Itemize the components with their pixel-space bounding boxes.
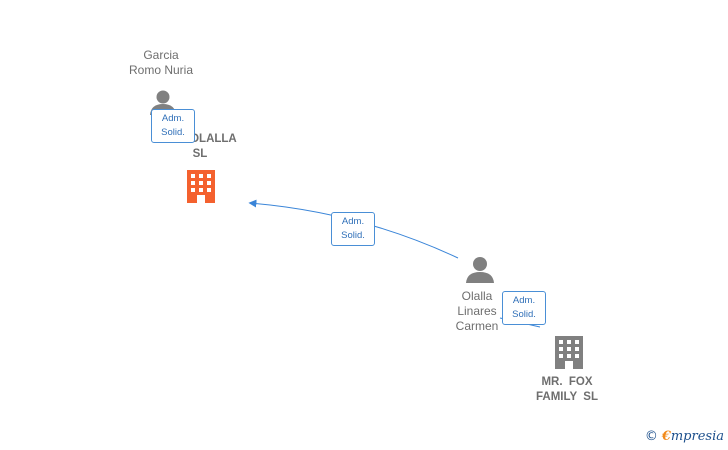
copyright-icon: © xyxy=(644,429,658,444)
person-icon[interactable] xyxy=(466,257,494,283)
empresia-watermark: ©€mpresia xyxy=(645,429,724,444)
empresia-logo-text: mpresia xyxy=(670,429,724,444)
relation-tag-adm-solid[interactable]: Adm. Solid. xyxy=(331,212,375,246)
building-icon[interactable] xyxy=(187,170,215,203)
person-label-olalla-linares-carmen[interactable]: Olalla Linares Carmen xyxy=(456,289,499,334)
empresia-logo-e: € xyxy=(661,429,671,444)
person-label-garcia-romo-nuria[interactable]: Garcia Romo Nuria xyxy=(129,48,193,78)
relation-line: Adm. xyxy=(341,216,365,227)
person-name-line: Romo Nuria xyxy=(128,63,194,77)
relation-line: Solid. xyxy=(161,127,185,138)
person-name-line: Garcia xyxy=(143,48,179,62)
relation-tag-adm-solid[interactable]: Adm. Solid. xyxy=(502,291,546,325)
person-name-line: Olalla xyxy=(461,289,493,303)
company-name-line: MR. FOX xyxy=(541,376,593,388)
relation-line: Adm. xyxy=(161,113,185,124)
company-label-mr-fox-family-sl[interactable]: MR. FOX FAMILY SL xyxy=(536,375,598,405)
relation-line: Adm. xyxy=(512,295,536,306)
relation-line: Solid. xyxy=(512,309,536,320)
building-icon[interactable] xyxy=(555,336,583,369)
person-name-line: Linares xyxy=(457,304,497,318)
person-name-line: Carmen xyxy=(455,319,499,333)
relation-line: Solid. xyxy=(341,230,365,241)
relation-tag-adm-solid[interactable]: Adm. Solid. xyxy=(151,109,195,143)
company-name-line: SL xyxy=(192,148,208,160)
company-name-line: FAMILY SL xyxy=(536,391,598,403)
